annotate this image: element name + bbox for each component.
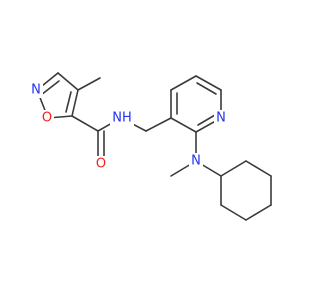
bond: [245, 160, 272, 177]
bond: [170, 117, 197, 133]
bond: [195, 75, 222, 91]
atom-amine-n: N: [189, 153, 203, 169]
atom-carbonyl-o: O: [94, 156, 108, 172]
bond: [220, 204, 247, 221]
pyridine-nitrogen-label: N: [216, 111, 226, 126]
bond: [71, 89, 79, 117]
bond: [220, 160, 247, 177]
bond: [197, 114, 216, 126]
oxazole-nitrogen-label: N: [31, 83, 41, 98]
bond: [145, 117, 172, 132]
cyclohexane-ring: [220, 160, 272, 221]
atom-amide-nh: NH: [110, 110, 134, 126]
bond: [57, 72, 79, 91]
carbonyl-oxygen-label: O: [96, 157, 106, 172]
bond: [40, 80, 60, 96]
bond: [170, 75, 197, 91]
molecule-structure-diagram: N O NH O N N: [29, 72, 272, 221]
pyridine-ring: [170, 75, 222, 133]
bond: [245, 204, 272, 221]
atom-oxazole-o: O: [40, 110, 54, 126]
methyl-bond: [77, 77, 101, 91]
bond: [65, 91, 72, 113]
atom-pyridine-n: N: [214, 110, 228, 126]
oxazole-oxygen-label: O: [42, 111, 52, 126]
bond: [71, 115, 99, 132]
bond: [196, 82, 217, 95]
amine-nitrogen-label: N: [191, 154, 201, 169]
atom-oxazole-n: N: [29, 82, 43, 98]
amide-nh-label: NH: [112, 111, 132, 126]
